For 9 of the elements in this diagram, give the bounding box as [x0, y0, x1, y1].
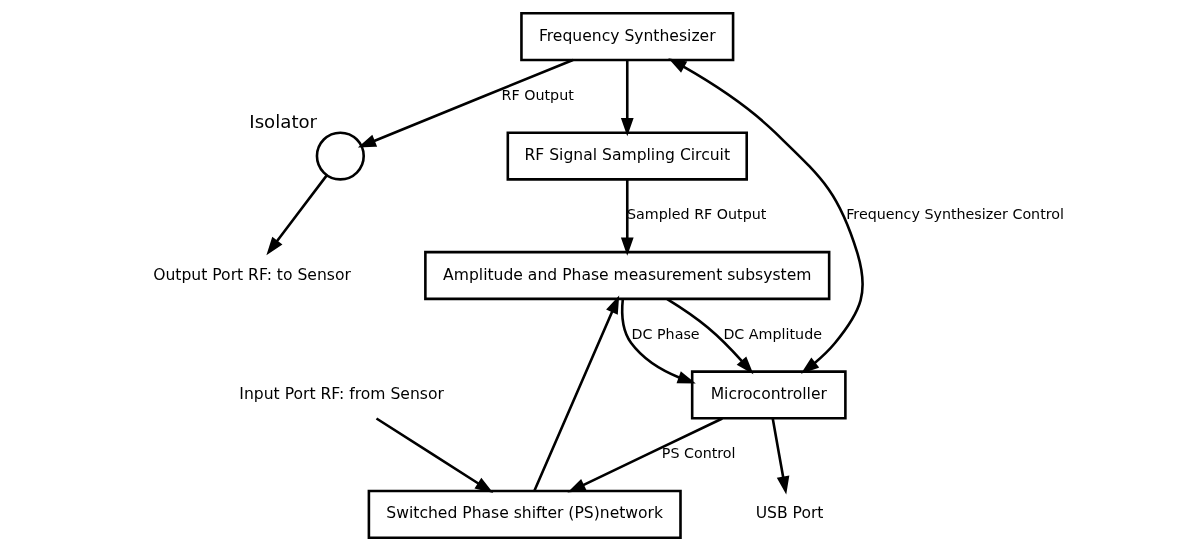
node-text: Input Port RF: from Sensor	[239, 384, 444, 403]
node-label: Isolator	[249, 110, 318, 132]
edge-label: DC Phase	[631, 325, 700, 342]
edge-label: DC Amplitude	[723, 325, 822, 342]
edge-label: Frequency Synthesizer Control	[846, 206, 1064, 223]
edge-label: RF Output	[501, 86, 574, 103]
node-text: Output Port RF: to Sensor	[153, 265, 351, 284]
edge-label: PS Control	[661, 445, 736, 462]
node-text: USB Port	[755, 504, 824, 523]
